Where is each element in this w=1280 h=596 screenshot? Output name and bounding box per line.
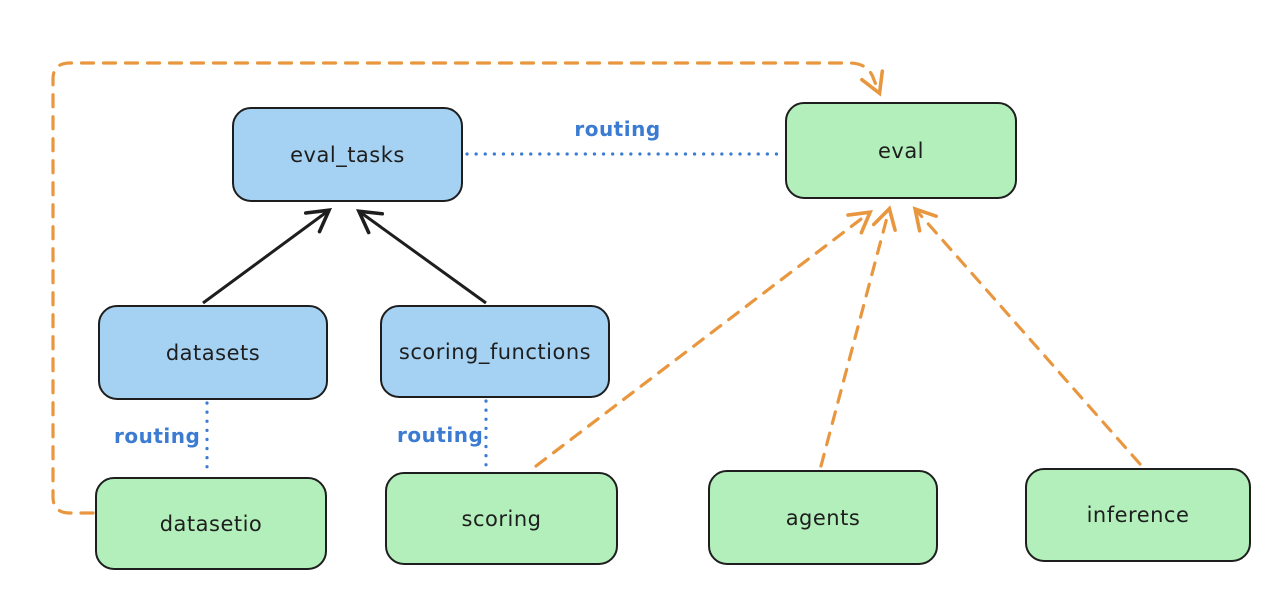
node-inference-label: inference	[1086, 503, 1190, 527]
node-datasets-label: datasets	[165, 340, 261, 365]
edge-label-routing-datasets-datasetio: routing	[114, 424, 201, 448]
node-scoring-label: scoring	[461, 506, 542, 531]
edge-inference-to-eval-dashed	[916, 210, 1142, 466]
node-scoring-functions: scoring_functions	[380, 305, 610, 398]
edge-label-routing-scoringfns-scoring: routing	[397, 423, 484, 447]
node-datasetio-label: datasetio	[159, 511, 263, 536]
node-eval: eval	[785, 102, 1017, 199]
node-eval-label: eval	[877, 138, 925, 163]
edge-label-routing-eval-tasks-eval: routing	[574, 117, 661, 141]
node-agents-label: agents	[785, 505, 861, 530]
node-datasetio: datasetio	[95, 477, 327, 570]
node-eval-tasks: eval_tasks	[232, 107, 463, 202]
node-agents: agents	[708, 470, 938, 565]
node-eval-tasks-label: eval_tasks	[290, 142, 405, 167]
edge-agents-to-eval-dashed	[819, 210, 889, 468]
edge-scoring-functions-to-eval-tasks	[360, 212, 487, 305]
node-scoring: scoring	[385, 472, 618, 565]
node-datasets: datasets	[98, 305, 328, 400]
node-inference: inference	[1025, 468, 1251, 562]
edge-datasets-to-eval-tasks	[202, 211, 328, 305]
node-scoring-functions-label: scoring_functions	[398, 339, 592, 364]
